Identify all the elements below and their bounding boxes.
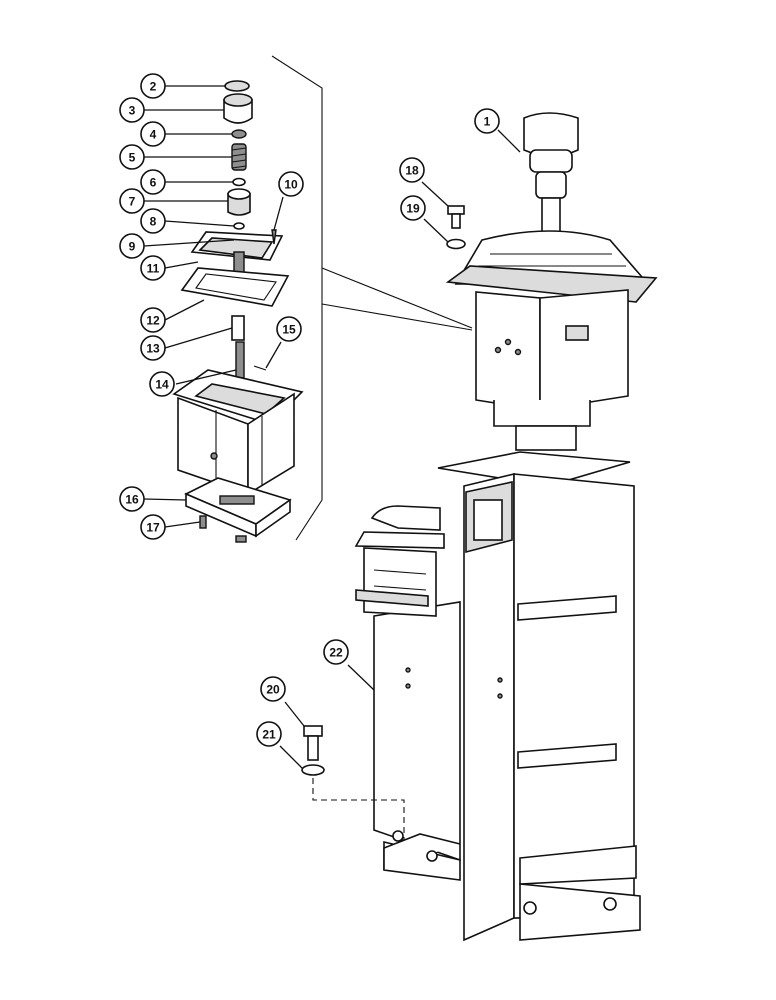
callout-number: 15 — [282, 323, 296, 337]
callout-number: 21 — [262, 728, 276, 742]
assembled-joystick — [445, 112, 658, 451]
callout-number: 17 — [146, 521, 160, 535]
callout-circle — [474, 108, 500, 134]
spring — [231, 143, 247, 171]
callout-circle — [140, 73, 166, 99]
callout-circle — [149, 371, 175, 397]
callout-number: 11 — [147, 262, 160, 276]
callout-number: 3 — [129, 104, 136, 118]
callout-17: 17 — [140, 514, 166, 540]
callout-8: 8 — [140, 208, 166, 234]
callout-circle — [399, 157, 425, 183]
callout-circle — [140, 169, 166, 195]
exploded-joystick-parts — [172, 80, 304, 543]
callout-number: 8 — [150, 215, 157, 229]
callout-number: 10 — [284, 178, 298, 192]
callout-number: 14 — [155, 378, 169, 392]
callout-number: 1 — [484, 115, 491, 129]
callout-circle — [256, 721, 282, 747]
callout-22: 22 — [323, 639, 349, 665]
callout-number: 12 — [146, 314, 160, 328]
callout-10: 10 — [278, 171, 304, 197]
callout-number: 13 — [146, 342, 160, 356]
callout-circle — [400, 195, 426, 221]
callout-circle — [140, 121, 166, 147]
callout-number: 16 — [125, 493, 139, 507]
callout-13: 13 — [140, 335, 166, 361]
console-stand — [354, 451, 641, 942]
callout-circle — [140, 335, 166, 361]
callout-number: 7 — [129, 195, 136, 209]
callout-number: 6 — [150, 176, 157, 190]
callout-number: 4 — [150, 128, 157, 142]
callout-21: 21 — [256, 721, 282, 747]
callout-number: 20 — [266, 683, 280, 697]
callout-18: 18 — [399, 157, 425, 183]
callout-circle — [276, 316, 302, 342]
leader-lines — [143, 85, 521, 769]
callout-14: 14 — [149, 371, 175, 397]
callout-11: 11 — [140, 255, 166, 281]
callout-number: 9 — [129, 240, 136, 254]
callout-3: 3 — [119, 97, 145, 123]
callout-7: 7 — [119, 188, 145, 214]
callout-circle — [323, 639, 349, 665]
exploded-view-boundary — [271, 55, 473, 541]
loose-hardware — [301, 205, 466, 840]
callout-circle — [140, 255, 166, 281]
callout-circle — [260, 676, 286, 702]
callout-number: 22 — [329, 646, 343, 660]
callout-circle — [140, 514, 166, 540]
callout-circle — [119, 486, 145, 512]
callout-number: 2 — [150, 80, 157, 94]
callout-12: 12 — [140, 307, 166, 333]
callout-number: 5 — [129, 151, 136, 165]
callout-circle — [278, 171, 304, 197]
callout-circle — [140, 208, 166, 234]
callout-circle — [119, 188, 145, 214]
callout-circle — [119, 233, 145, 259]
callout-number: 18 — [405, 164, 419, 178]
callout-4: 4 — [140, 121, 166, 147]
callout-9: 9 — [119, 233, 145, 259]
callout-circle — [119, 97, 145, 123]
callout-20: 20 — [260, 676, 286, 702]
callout-circle — [140, 307, 166, 333]
callout-19: 19 — [400, 195, 426, 221]
callout-6: 6 — [140, 169, 166, 195]
callout-1: 1 — [474, 108, 500, 134]
callout-15: 15 — [276, 316, 302, 342]
callout-16: 16 — [119, 486, 145, 512]
callout-2: 2 — [140, 73, 166, 99]
callout-number: 19 — [406, 202, 420, 216]
callout-circle — [119, 144, 145, 170]
callout-5: 5 — [119, 144, 145, 170]
